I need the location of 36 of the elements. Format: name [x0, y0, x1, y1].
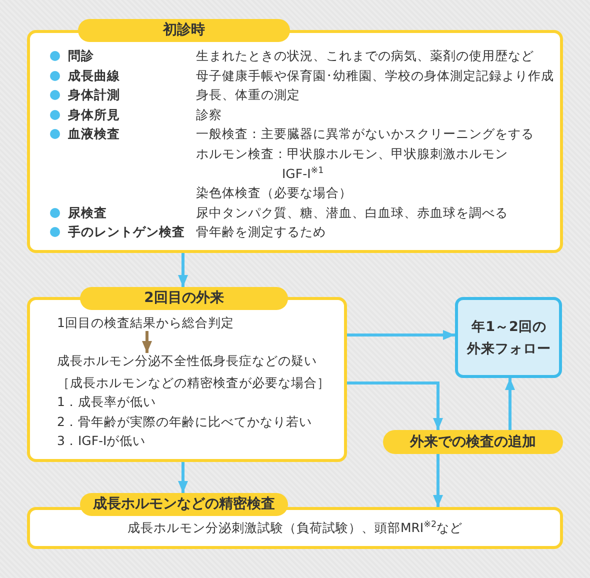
criteria-text: 3．IGF-Iが低い [57, 433, 146, 449]
arrow [178, 462, 188, 493]
exam-name: 血液検査 [68, 126, 120, 142]
exam-name: 成長曲線 [68, 68, 120, 84]
exam-detail: ホルモン検査：甲状腺ホルモン、甲状腺刺激ホルモン [196, 146, 508, 162]
exam-detail: 生まれたときの状況、これまでの病気、薬剤の使用歴など [196, 48, 534, 64]
arrow [347, 382, 443, 430]
section-heading: 成長ホルモンなどの精密検査 [80, 493, 288, 516]
exam-name: 身体所見 [68, 106, 120, 123]
step-pill: 外来での検査の追加 [383, 430, 563, 454]
section-heading: 2回目の外来 [80, 287, 288, 310]
exam-name: 手のレントゲン検査 [68, 224, 185, 240]
arrow [433, 454, 443, 507]
criteria-text: 2．骨年齢が実際の年齢に比べてかなり若い [57, 414, 312, 430]
judgment-text: 1回目の検査結果から総合判定 [57, 315, 234, 331]
arrow [142, 331, 152, 353]
follow-up-box: 年1～2回の外来フォロー [455, 297, 562, 378]
exam-detail: 成長ホルモン分泌刺激試験（負荷試験）、頭部MRI$^{※2}$など [126, 520, 464, 536]
exam-name: 身体計測 [68, 87, 120, 104]
exam-name: 尿検査 [68, 204, 107, 221]
criteria-text: 1．成長率が低い [57, 394, 156, 410]
exam-detail: 診察 [196, 106, 222, 123]
arrow [505, 378, 515, 430]
exam-detail: IGF-I$^{※1}$ [282, 166, 324, 182]
section-heading: 初診時 [78, 19, 290, 42]
exam-name: 問診 [68, 48, 94, 64]
arrow [178, 253, 188, 287]
exam-detail: 母子健康手帳や保育園･幼稚園、学校の身体測定記録より作成 [196, 68, 554, 84]
criteria-text: ［成長ホルモンなどの精密検査が必要な場合］ [57, 375, 330, 391]
exam-detail: 身長、体重の測定 [196, 87, 300, 104]
exam-detail: 骨年齢を測定するため [196, 224, 326, 240]
judgment-text: 成長ホルモン分泌不全性低身長症などの疑い [57, 353, 317, 369]
arrow [347, 330, 455, 340]
exam-detail: 染色体検査（必要な場合） [196, 185, 352, 202]
exam-detail: 一般検査：主要臓器に異常がないかスクリーニングをする [196, 126, 534, 142]
exam-detail: 尿中タンパク質、糖、潜血、白血球、赤血球を調べる [196, 204, 508, 221]
